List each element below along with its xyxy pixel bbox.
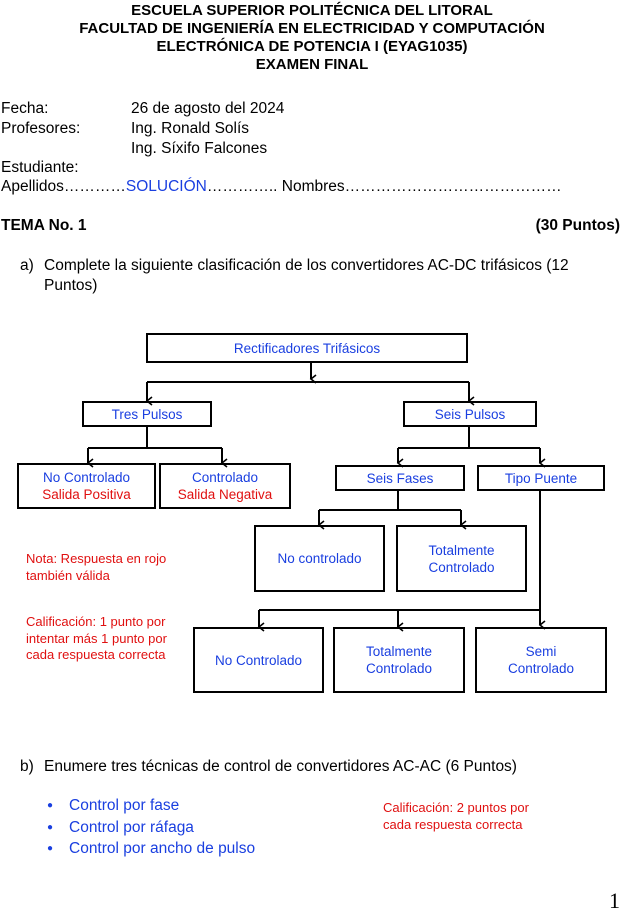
fecha-value: 26 de agosto del 2024 bbox=[131, 100, 285, 117]
header-exam: EXAMEN FINAL bbox=[255, 56, 369, 73]
profesores-label: Profesores: bbox=[1, 120, 81, 137]
box-controlado-salida-negativa: Controlado Salida Negativa bbox=[159, 463, 291, 509]
box-rectificadores-label: Rectificadores Trifásicos bbox=[233, 340, 381, 356]
box-no-controlado-puente: No Controlado bbox=[193, 627, 324, 693]
profesor-1: Ing. Ronald Solís bbox=[131, 120, 250, 137]
box-totalmente-3b-label: Controlado bbox=[365, 661, 433, 676]
box-tres-pulsos-label: Tres Pulsos bbox=[111, 406, 183, 422]
header-school: ESCUELA SUPERIOR POLITÉCNICA DEL LITORAL bbox=[131, 2, 493, 19]
box-totalmente-controlado-puente: Totalmente Controlado bbox=[333, 627, 465, 693]
box-tres-pulsos: Tres Pulsos bbox=[82, 401, 212, 427]
apellidos-line: Apellidos…………SOLUCIÓN………….. Nombres……………… bbox=[1, 177, 562, 197]
note-calificacion-b: Calificación: 2 puntos por cada respuest… bbox=[383, 800, 529, 832]
nombres-label: ………….. Nombres…………………………………… bbox=[206, 178, 562, 195]
part-a-marker: a) bbox=[20, 257, 34, 274]
box-semi-controlado: Semi Controlado bbox=[475, 627, 607, 693]
box-no-controlado-label: No Controlado bbox=[42, 470, 131, 485]
list-item: Control por fase bbox=[47, 795, 255, 817]
page-number: 1 bbox=[609, 888, 620, 913]
list-item: Control por ráfaga bbox=[47, 817, 255, 839]
box-no-controlado-seis-fases: No controlado bbox=[254, 525, 385, 592]
apellidos-label: Apellidos………… bbox=[1, 178, 126, 195]
note-respuesta-roja: Nota: Respuesta en rojo también válida bbox=[26, 551, 167, 583]
tema-title: TEMA No. 1 bbox=[1, 217, 87, 234]
part-b-text: Enumere tres técnicas de control de conv… bbox=[44, 758, 517, 775]
box-totalmente-controlado-seis-fases: Totalmente Controlado bbox=[396, 525, 527, 592]
control-techniques-list: Control por fase Control por ráfaga Cont… bbox=[47, 795, 255, 860]
estudiante-label: Estudiante: bbox=[1, 159, 79, 176]
box-salida-negativa-label: Salida Negativa bbox=[177, 487, 273, 502]
box-seis-fases: Seis Fases bbox=[335, 465, 465, 491]
box-seis-fases-label: Seis Fases bbox=[366, 470, 434, 486]
box-no-controlado-3-label: No Controlado bbox=[214, 652, 303, 668]
box-no-controlado-salida-positiva: No Controlado Salida Positiva bbox=[17, 463, 156, 509]
part-b-marker: b) bbox=[20, 758, 34, 775]
box-seis-pulsos-label: Seis Pulsos bbox=[434, 406, 506, 422]
box-totalmente-3a-label: Totalmente bbox=[365, 644, 433, 659]
apellidos-value: SOLUCIÓN bbox=[125, 178, 207, 195]
header-course: ELECTRÓNICA DE POTENCIA I (EYAG1035) bbox=[156, 38, 468, 55]
box-semi-a-label: Semi bbox=[525, 644, 557, 659]
fecha-label: Fecha: bbox=[1, 100, 49, 117]
box-tipo-puente: Tipo Puente bbox=[477, 465, 605, 491]
list-item: Control por ancho de pulso bbox=[47, 838, 255, 860]
box-no-controlado-2-label: No controlado bbox=[277, 551, 362, 566]
box-totalmente-2b-label: Controlado bbox=[428, 559, 495, 575]
part-a-line2: Puntos) bbox=[44, 277, 98, 294]
box-salida-positiva-label: Salida Positiva bbox=[42, 487, 131, 502]
box-seis-pulsos: Seis Pulsos bbox=[403, 401, 537, 427]
note-calificacion-a: Calificación: 1 punto por intentar más 1… bbox=[26, 614, 167, 662]
box-totalmente-2a-label: Totalmente bbox=[428, 542, 495, 558]
box-rectificadores-trifasicos: Rectificadores Trifásicos bbox=[146, 333, 468, 363]
tema-points: (30 Puntos) bbox=[535, 217, 620, 234]
box-semi-b-label: Controlado bbox=[507, 661, 575, 676]
box-controlado-label: Controlado bbox=[191, 470, 259, 485]
box-tipo-puente-label: Tipo Puente bbox=[504, 470, 578, 486]
profesor-2: Ing. Síxifo Falcones bbox=[131, 140, 268, 157]
header-faculty: FACULTAD DE INGENIERÍA EN ELECTRICIDAD Y… bbox=[79, 20, 545, 37]
part-a-line1: Complete la siguiente clasificación de l… bbox=[44, 257, 569, 274]
